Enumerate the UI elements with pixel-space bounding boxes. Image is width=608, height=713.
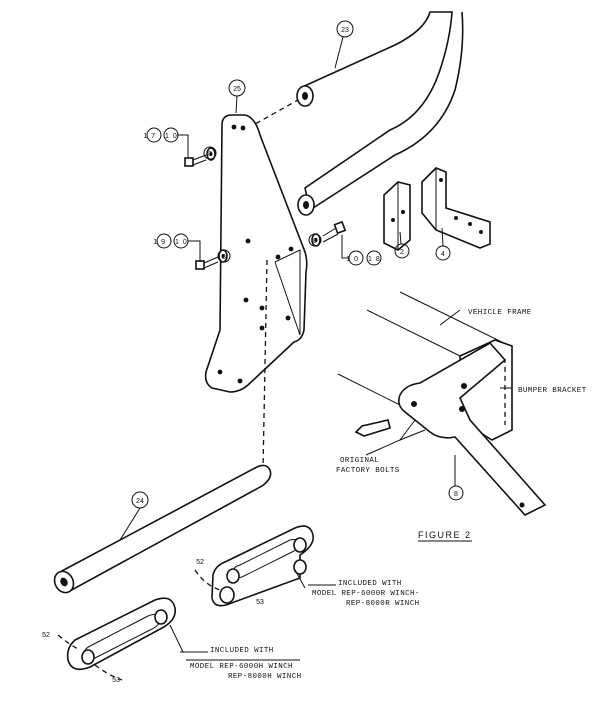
note-upper-line3: REP-8000R WINCH — [346, 600, 420, 608]
note-upper: INCLUDED WITH MODEL REP-6000R WINCH- REP… — [312, 580, 420, 608]
label-vehicle-frame: VEHICLE FRAME — [468, 309, 532, 317]
bolt-middle-left — [195, 249, 228, 270]
callout-8-b: 8 — [222, 254, 226, 261]
callout-23: 23 — [341, 27, 349, 34]
bolt-upper-left — [184, 147, 216, 167]
note-upper-line2: MODEL REP-6000R WINCH- — [312, 590, 420, 598]
fairlead-lower — [57, 597, 177, 681]
callout-53-b: 53 — [112, 677, 120, 684]
callout-8-d: 8 — [454, 491, 458, 498]
callout-24: 24 — [136, 498, 144, 505]
callout-8-c: 8 — [313, 238, 317, 245]
callout-52-b: 52 — [42, 632, 50, 639]
callout-10-18: 10 18 — [346, 256, 384, 263]
callout-4: 4 — [441, 251, 445, 258]
bracket-2 — [383, 181, 411, 251]
callout-17-10: 17 10 — [143, 133, 181, 140]
callout-25: 25 — [233, 86, 241, 93]
fairlead-upper — [194, 525, 315, 607]
note-lower-line3: REP-8000H WINCH — [228, 673, 302, 681]
note-lower-line1: INCLUDED WITH — [210, 647, 274, 655]
note-lower-line2: MODEL REP-6000H WINCH — [190, 663, 293, 671]
vehicle-frame-assembly — [337, 291, 547, 516]
callout-19-10: 19 10 — [153, 239, 191, 246]
dash-plate-tube24 — [262, 259, 268, 471]
label-original-line1: ORIGINAL — [340, 457, 379, 465]
leader-lines — [119, 36, 512, 653]
figure-title: FIGURE 2 — [418, 530, 472, 540]
callout-numbers: 23 25 17 10 8 19 10 8 8 10 18 2 4 8 24 5… — [42, 27, 458, 684]
callout-52-a: 52 — [196, 559, 204, 566]
callout-53-a: 53 — [256, 599, 264, 606]
label-bumper-bracket: BUMPER BRACKET — [518, 387, 587, 395]
note-upper-line1: INCLUDED WITH — [338, 580, 402, 588]
tube-23 — [296, 11, 464, 216]
bolt-right — [311, 220, 347, 247]
tube-24 — [53, 464, 272, 594]
callout-8-a: 8 — [208, 151, 212, 158]
bracket-4 — [421, 167, 491, 249]
note-lower: INCLUDED WITH MODEL REP-6000H WINCH REP-… — [186, 647, 302, 681]
callout-2: 2 — [400, 249, 404, 256]
label-original-line2: FACTORY BOLTS — [336, 467, 400, 475]
dash-tube23-plate — [247, 99, 299, 129]
side-plate-25 — [204, 114, 308, 393]
